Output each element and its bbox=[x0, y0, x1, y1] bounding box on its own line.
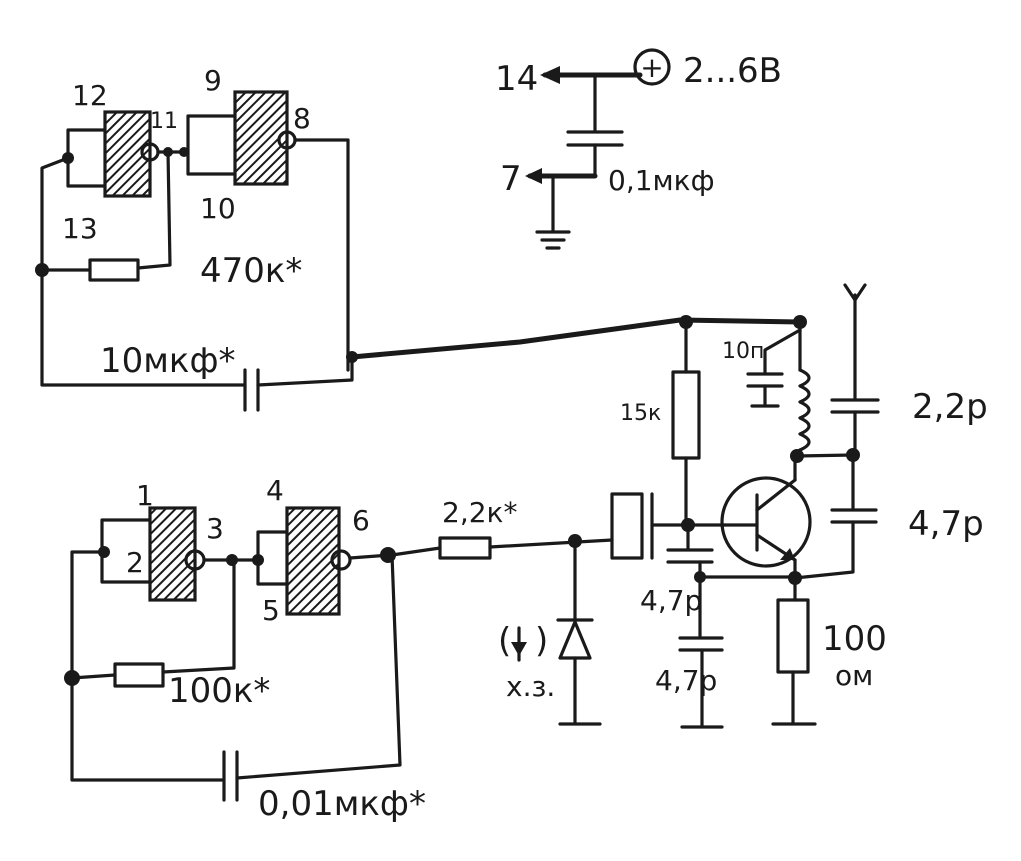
coupling-cap-body bbox=[610, 492, 644, 560]
wire bbox=[763, 328, 802, 374]
resistor-15k-label: 15к bbox=[620, 401, 661, 426]
resistor-470k bbox=[88, 258, 140, 282]
plus-terminal-icon bbox=[633, 48, 671, 86]
vcc-arrow bbox=[540, 66, 560, 84]
diode-symbol-note: ( bbox=[498, 621, 511, 661]
junction bbox=[226, 554, 238, 566]
wire bbox=[390, 546, 442, 557]
bottom-oscillator: 100к* 0,01мкф* 1 2 3 4 5 6 bbox=[64, 474, 426, 824]
resistor-100-unit: ом bbox=[835, 659, 873, 692]
pin-1-label: 1 bbox=[136, 479, 154, 512]
decoupling-cap-label: 0,1мкф bbox=[608, 164, 715, 197]
diode-note-icon-triangle bbox=[511, 642, 527, 656]
transistor-collector bbox=[755, 478, 797, 512]
plus-symbol: + bbox=[640, 51, 663, 84]
vcc-pin-label: 14 bbox=[495, 59, 538, 99]
wire bbox=[235, 553, 402, 780]
wire bbox=[161, 558, 236, 674]
resistor-2k2-label: 2,2к* bbox=[442, 496, 517, 529]
gate4-body bbox=[285, 506, 341, 616]
wire bbox=[136, 150, 172, 270]
gate4-inverter-bubble bbox=[330, 549, 352, 571]
junction bbox=[679, 315, 693, 329]
pin-3-label: 3 bbox=[206, 512, 224, 545]
wire bbox=[256, 353, 354, 387]
pin-8-label: 8 bbox=[293, 102, 311, 135]
base-cap-1-label: 4,7р bbox=[640, 584, 702, 617]
resistor-100-value: 100 bbox=[822, 619, 887, 659]
pin-13-label: 13 bbox=[62, 212, 98, 245]
diode-label: х.з. bbox=[506, 670, 555, 703]
rf-stage: 2,2к* ( ) х.з. 15к 4,7р 4, bbox=[390, 283, 988, 729]
coil-icon bbox=[798, 368, 811, 452]
resistor-15k bbox=[671, 370, 701, 460]
wire bbox=[793, 520, 855, 580]
cap-001uf-label: 0,01мкф* bbox=[258, 784, 426, 824]
base-cap-2-label: 4,7р bbox=[655, 664, 717, 697]
antenna-icon bbox=[843, 283, 867, 302]
resistor-100-ohm bbox=[776, 598, 810, 674]
pin-11-label: 11 bbox=[150, 109, 178, 134]
wire bbox=[488, 538, 614, 549]
pin-10-label: 10 bbox=[200, 192, 236, 225]
cap-10uf-label: 10мкф* bbox=[100, 341, 236, 381]
diode-symbol-note-close: ) bbox=[535, 621, 548, 661]
pin-4-label: 4 bbox=[266, 474, 284, 507]
resistor-100k-label: 100к* bbox=[168, 671, 270, 711]
pin-2-label: 2 bbox=[126, 546, 144, 579]
antenna-cap-label: 2,2р bbox=[912, 387, 988, 427]
modulation-wire bbox=[349, 317, 803, 360]
wire bbox=[795, 453, 855, 458]
gate2-input-box bbox=[186, 114, 240, 176]
resistor-100k bbox=[113, 662, 165, 688]
gnd-arrow bbox=[525, 168, 542, 184]
pin-5-label: 5 bbox=[262, 594, 280, 627]
coil-cap-label: 10п bbox=[722, 339, 764, 364]
junction bbox=[62, 152, 74, 164]
diode-icon-triangle bbox=[558, 620, 592, 660]
top-oscillator: 470к* 10мкф* 12 11 9 8 13 10 bbox=[35, 64, 358, 412]
pin-12-label: 12 bbox=[72, 79, 108, 112]
wire bbox=[70, 550, 224, 782]
feedback-cap-label: 4,7р bbox=[908, 504, 984, 544]
power-section: + 2...6В 14 0,1мкф 7 bbox=[495, 48, 782, 250]
junction bbox=[252, 554, 264, 566]
pin-9-label: 9 bbox=[204, 64, 222, 97]
gate3-body bbox=[148, 506, 197, 602]
resistor-2k2 bbox=[438, 536, 492, 560]
junction bbox=[98, 546, 110, 558]
junction bbox=[179, 147, 189, 157]
wire bbox=[70, 673, 117, 680]
gnd-pin-label: 7 bbox=[500, 159, 522, 199]
pin-6-label: 6 bbox=[352, 504, 370, 537]
resistor-470k-label: 470к* bbox=[200, 251, 302, 291]
gate2-output-wire bbox=[293, 138, 350, 372]
supply-voltage-label: 2...6В bbox=[683, 51, 782, 91]
transistor-icon bbox=[720, 476, 812, 568]
transistor-emitter-arrow bbox=[780, 548, 795, 560]
